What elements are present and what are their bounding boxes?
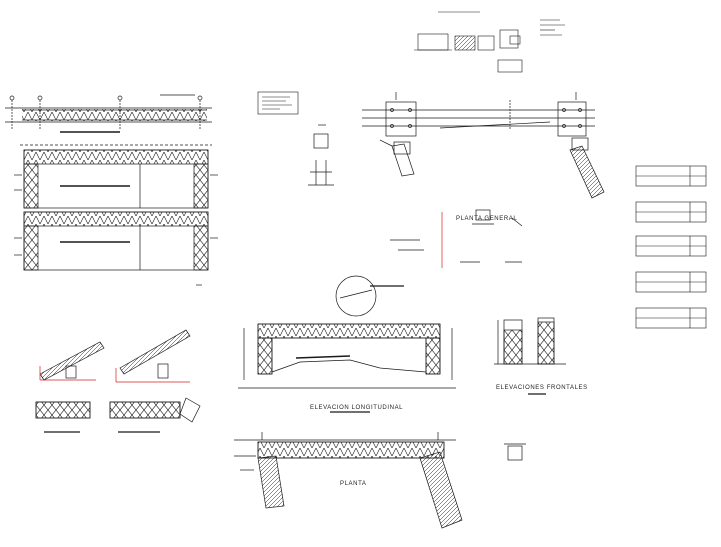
column-detail (308, 124, 334, 186)
elevaciones-frontales-label: ELEVACIONES FRONTALES (496, 385, 588, 391)
title-blocks (635, 165, 707, 329)
circle-callout-detail (335, 275, 404, 317)
planta-bottom-plan (234, 432, 463, 529)
elevaciones-frontales-drawing (494, 317, 566, 395)
notes-box (257, 91, 299, 115)
lower-right-detail (504, 443, 526, 461)
stair-details (35, 329, 201, 433)
elevacion-longitudinal-drawing (238, 323, 456, 413)
planta-general-label: PLANTA GENERAL (456, 216, 518, 222)
planta-label: PLANTA (340, 481, 367, 487)
left-portal-frames (14, 144, 218, 286)
top-truss-elevation (5, 94, 212, 133)
top-details (414, 11, 565, 73)
planta-general-plan (362, 92, 605, 199)
center-section-detail (390, 209, 523, 268)
elevacion-longitudinal-label: ELEVACION LONGITUDINAL (310, 405, 404, 411)
